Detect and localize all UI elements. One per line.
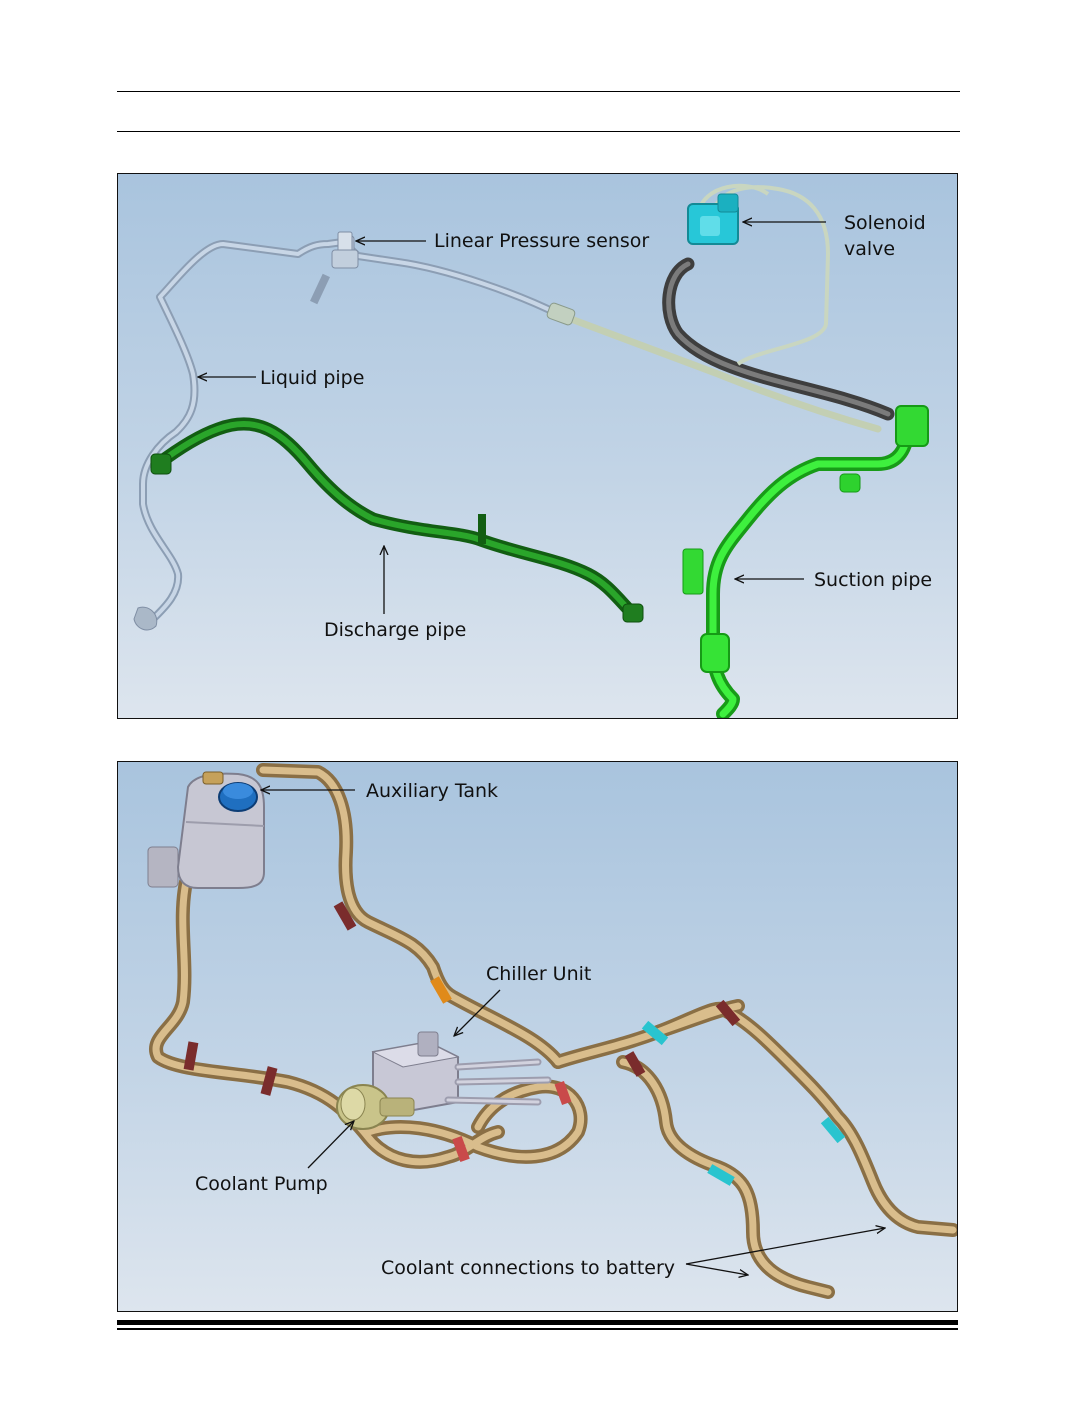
label-solenoid-line2: valve (844, 238, 895, 260)
discharge-pipe (150, 417, 644, 623)
auxiliary-tank-part (147, 771, 265, 889)
label-coolant-pump: Coolant Pump (195, 1173, 328, 1195)
label-solenoid-line1: Solenoid (844, 212, 926, 234)
leader-coolant-connection-lower (685, 1263, 748, 1275)
label-discharge-pipe: Discharge pipe (324, 619, 466, 641)
refrigerant-diagram: Linear Pressure sensor Solenoid valve Li… (117, 173, 958, 719)
chiller-unit-part (371, 1031, 552, 1114)
suction-pipe (682, 405, 929, 718)
pipe-clamps (183, 901, 846, 1186)
solenoid-valve-part (687, 193, 739, 245)
leader-chiller-unit (454, 989, 501, 1036)
leader-coolant-connection-upper (685, 1228, 885, 1265)
coolant-pump-part (336, 1084, 415, 1130)
suction-hose (662, 257, 895, 421)
coolant-pipes (149, 763, 957, 1299)
label-linear-pressure-sensor: Linear Pressure sensor (434, 230, 649, 252)
header-rule-top (117, 91, 960, 92)
refrigerant-diagram-svg: Linear Pressure sensor Solenoid valve Li… (133, 183, 932, 718)
label-liquid-pipe: Liquid pipe (260, 367, 364, 389)
liquid-pipe (133, 235, 882, 631)
linear-pressure-sensor-part (331, 231, 359, 269)
leader-coolant-pump (307, 1121, 354, 1169)
label-chiller-unit: Chiller Unit (486, 963, 591, 985)
label-auxiliary-tank: Auxiliary Tank (366, 780, 498, 802)
header-rule-bottom (117, 131, 960, 132)
coolant-diagram-svg: Auxiliary Tank Chiller Unit Coolant Pump… (147, 763, 957, 1299)
label-suction-pipe: Suction pipe (814, 569, 932, 591)
label-coolant-connections: Coolant connections to battery (381, 1257, 675, 1279)
footer-rule-thick (117, 1320, 958, 1325)
coolant-diagram: Auxiliary Tank Chiller Unit Coolant Pump… (117, 761, 958, 1312)
footer-rule-thin (117, 1328, 958, 1330)
